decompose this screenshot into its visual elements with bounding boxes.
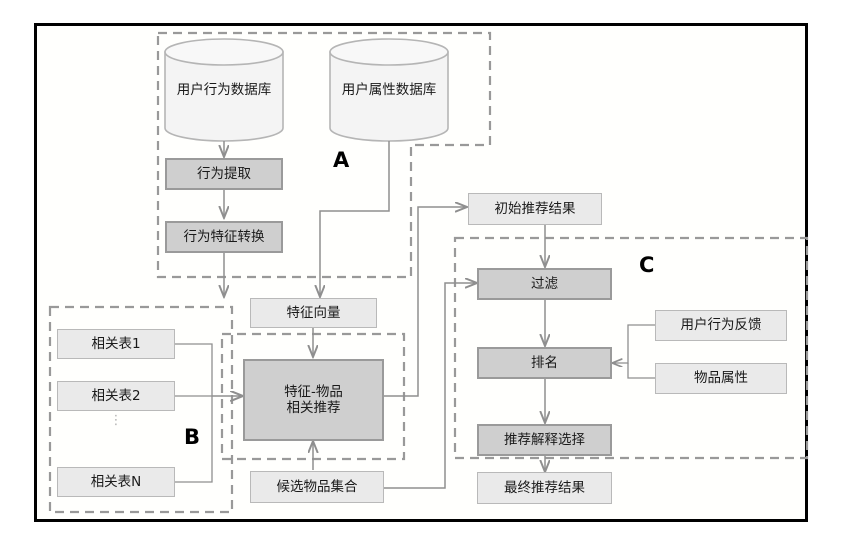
node-final-recommend-result-label: 最终推荐结果	[504, 479, 585, 496]
node-user-behavior-feedback-label: 用户行为反馈	[680, 317, 762, 334]
zone-label-c: C	[639, 253, 655, 277]
node-filter[interactable]: 过滤	[477, 268, 612, 300]
user-behavior-db-label: 用户行为数据库	[176, 82, 272, 99]
user-behavior-db: 用户行为数据库	[165, 40, 283, 141]
node-filter-label: 过滤	[531, 275, 558, 292]
node-feature-vector-label: 特征向量	[286, 304, 341, 321]
zone-label-a: A	[333, 148, 350, 172]
node-explanation-selection-label: 推荐解释选择	[504, 431, 585, 448]
node-behavior-extraction[interactable]: 行为提取	[165, 158, 283, 190]
node-related-table-2-label: 相关表2	[91, 387, 141, 404]
node-related-table-1-label: 相关表1	[91, 335, 141, 352]
node-feature-item-recommend-label-line1: 特征-物品	[284, 383, 343, 400]
node-item-attribute[interactable]: 物品属性	[655, 363, 787, 394]
ellipsis-vertical: ⋮	[57, 414, 175, 427]
node-user-behavior-feedback[interactable]: 用户行为反馈	[655, 310, 787, 341]
node-feature-item-recommend-label-line2: 相关推荐	[286, 400, 341, 416]
node-feature-vector[interactable]: 特征向量	[250, 298, 377, 328]
node-behavior-feature-transform-label: 行为特征转换	[183, 228, 265, 245]
node-related-table-n[interactable]: 相关表N	[57, 467, 175, 497]
node-related-table-1[interactable]: 相关表1	[57, 329, 175, 359]
node-feature-item-recommend[interactable]: 特征-物品 相关推荐	[243, 359, 384, 441]
node-behavior-feature-transform[interactable]: 行为特征转换	[165, 221, 283, 253]
node-ranking[interactable]: 排名	[477, 347, 612, 379]
ellipsis-glyph: ⋮	[109, 413, 123, 428]
node-candidate-item-set-label: 候选物品集合	[276, 478, 358, 495]
node-item-attribute-label: 物品属性	[694, 370, 748, 387]
node-related-table-n-label: 相关表N	[90, 473, 142, 490]
node-candidate-item-set[interactable]: 候选物品集合	[250, 471, 384, 503]
node-behavior-extraction-label: 行为提取	[197, 165, 251, 182]
user-attribute-db: 用户属性数据库	[330, 40, 448, 141]
node-related-table-2[interactable]: 相关表2	[57, 381, 175, 411]
zone-label-b: B	[184, 425, 201, 449]
node-initial-recommend-result[interactable]: 初始推荐结果	[468, 193, 602, 225]
node-explanation-selection[interactable]: 推荐解释选择	[477, 424, 612, 456]
node-ranking-label: 排名	[531, 354, 558, 371]
user-attribute-db-label: 用户属性数据库	[341, 82, 437, 99]
node-initial-recommend-result-label: 初始推荐结果	[494, 200, 576, 217]
node-final-recommend-result[interactable]: 最终推荐结果	[477, 472, 612, 504]
